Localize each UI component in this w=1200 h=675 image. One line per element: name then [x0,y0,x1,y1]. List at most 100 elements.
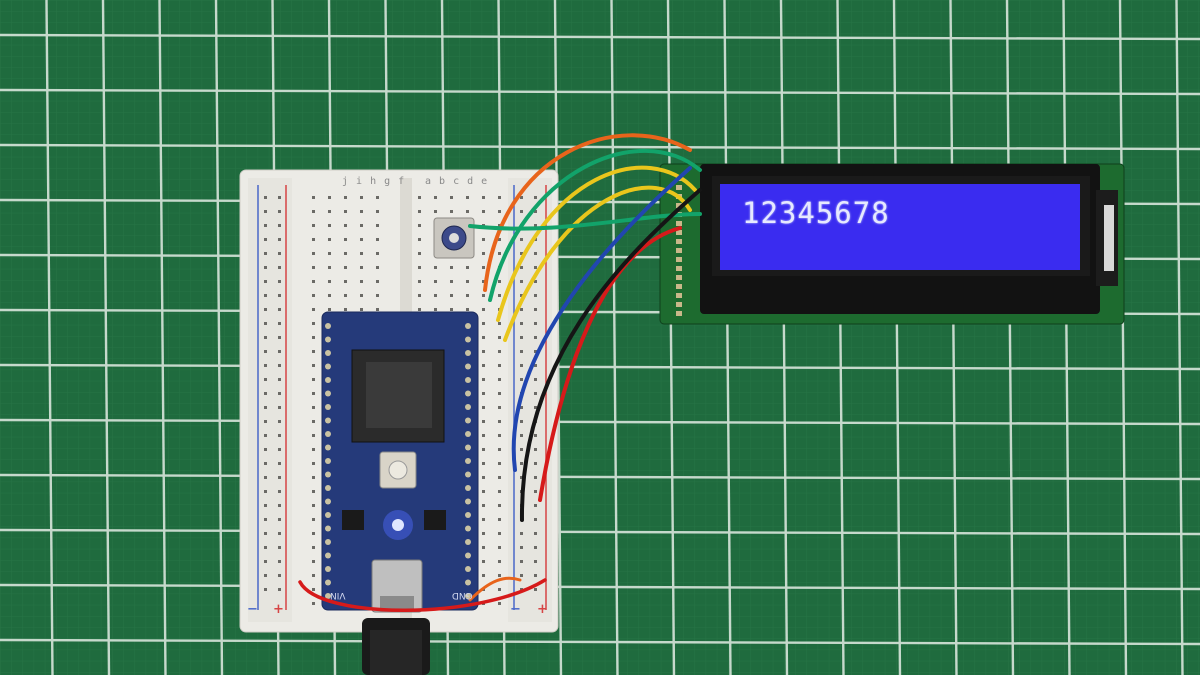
breadboard-hole [482,448,485,451]
breadboard-hole [520,588,523,591]
breadboard-hole [376,224,379,227]
mat-grid-line [214,0,224,675]
lcd-header-pin [676,203,682,208]
breadboard-hole [264,294,267,297]
breadboard-hole [328,266,331,269]
breadboard-hole [278,434,281,437]
breadboard-hole [498,546,501,549]
rail-minus-right: − [510,602,521,617]
breadboard-hole [450,196,453,199]
mcu-pin [325,444,331,451]
mat-grid-line [0,33,1200,41]
breadboard-hole [278,238,281,241]
breadboard-hole [534,504,537,507]
breadboard-hole [312,504,315,507]
usb-cable [362,618,430,675]
lcd-header-pin [676,275,682,280]
breadboard-hole [534,322,537,325]
lcd-header-pin [676,248,682,253]
breadboard-hole [482,266,485,269]
breadboard-hole [328,252,331,255]
mcu-pin [465,390,471,397]
breadboard-hole [360,280,363,283]
mcu-pin [325,498,331,505]
lcd-header-pin [676,185,682,190]
mat-grid-line [0,583,1200,591]
breadboard-hole [264,308,267,311]
wire-red [538,226,682,502]
breadboard-hole [264,336,267,339]
mcu-pin [465,336,471,343]
breadboard-hole [344,308,347,311]
mcu-pin [465,525,471,532]
breadboard-hole [264,238,267,241]
breadboard-hole [418,280,421,283]
breadboard-hole [482,434,485,437]
breadboard-hole [534,476,537,479]
breadboard-hole [482,392,485,395]
mcu-pin [325,458,331,464]
breadboard-hole [498,490,501,493]
mat-grid-line [1062,0,1071,675]
breadboard-hole [278,252,281,255]
mcu-pin [325,336,331,343]
mcu-pin [465,593,471,599]
breadboard-hole [520,308,523,311]
breadboard-hole [466,308,469,311]
lcd-header-pin [676,221,682,226]
breadboard-hole [534,490,537,493]
breadboard-hole [418,196,421,199]
breadboard-hole [344,294,347,297]
breadboard-hole [264,532,267,535]
mcu-pin [465,539,471,545]
breadboard-hole [434,266,437,269]
mat-grid-line [101,0,111,675]
mcu-pin [325,512,331,518]
breadboard-hole [520,364,523,367]
breadboard-hole [534,448,537,451]
lcd-display-text: 12345678 [742,196,890,230]
breadboard-hole [520,560,523,563]
breadboard-hole [498,448,501,451]
breadboard-hole [278,294,281,297]
breadboard-hole [450,210,453,213]
breadboard-hole [312,280,315,283]
mat-grid-line [158,0,167,675]
breadboard-hole [434,294,437,297]
breadboard-hole [520,350,523,353]
mcu-pin [325,323,331,329]
breadboard-hole [264,504,267,507]
breadboard-hole [312,350,315,353]
breadboard-hole [534,280,537,283]
mat-grid-line [0,418,1200,426]
wire-black [519,188,702,522]
breadboard-hole [328,280,331,283]
lcd-module [659,163,1125,325]
wire-power-orange [468,576,522,602]
rail-minus-left: − [247,602,258,617]
breadboard-hole [278,448,281,451]
breadboard-hole [328,308,331,311]
breadboard-hole [360,238,363,241]
breadboard-hole [376,238,379,241]
breadboard-hole [278,308,281,311]
mat-grid-line [836,0,845,675]
breadboard-hole [312,252,315,255]
breadboard-hole [534,532,537,535]
breadboard-hole [520,476,523,479]
breadboard-hole [418,294,421,297]
breadboard-hole [264,266,267,269]
breadboard-hole [264,210,267,213]
breadboard-hole [376,280,379,283]
breadboard-hole [264,588,267,591]
breadboard-hole [482,406,485,409]
breadboard-hole [360,266,363,269]
mcu-pin [465,444,471,451]
mcu-pin [465,485,471,491]
mcu-pin [325,390,331,397]
breadboard-hole [278,462,281,465]
breadboard-hole [498,294,501,297]
breadboard-hole [498,364,501,367]
breadboard-hole [312,588,315,591]
breadboard-hole [264,546,267,549]
